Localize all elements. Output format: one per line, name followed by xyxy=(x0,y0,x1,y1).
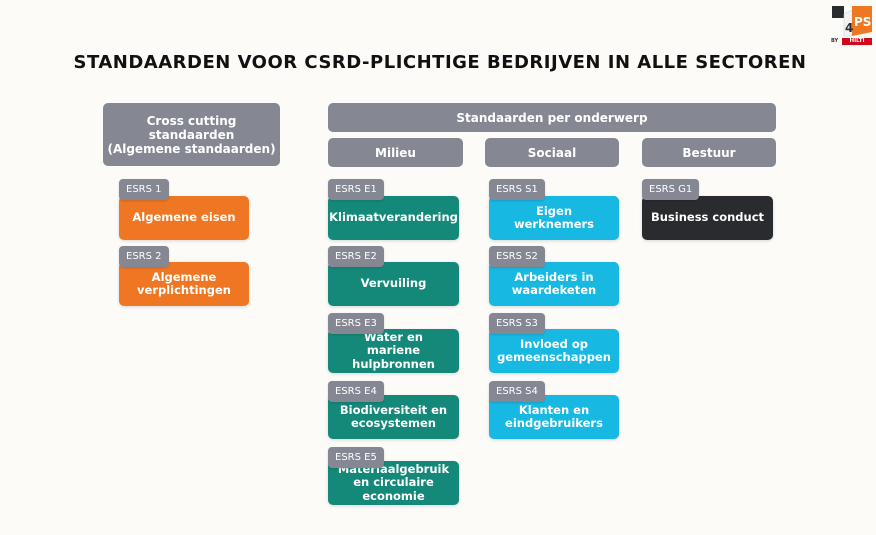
esrs-g1-card: Business conduct xyxy=(642,196,773,240)
esrs-e5-card: Materiaalgebruik en circulaire economie xyxy=(328,461,459,505)
logo-letters: PS xyxy=(854,15,871,29)
esrs-e5-tag: ESRS E5 xyxy=(328,447,384,468)
esrs-s4-tag: ESRS S4 xyxy=(489,381,545,402)
esrs-e1-card: Klimaatverandering xyxy=(328,196,459,240)
esrs-1-tag: ESRS 1 xyxy=(119,179,169,200)
esrs-s2-tag: ESRS S2 xyxy=(489,246,545,267)
esrs-s3-card: Invloed op gemeenschappen xyxy=(489,329,619,373)
esrs-s2-card: Arbeiders in waardeketen xyxy=(489,262,619,306)
esrs-e2-card: Vervuiling xyxy=(328,262,459,306)
logo-by-text: BY xyxy=(831,38,839,44)
4ps-logo: 4 PS xyxy=(830,4,874,48)
logo-number: 4 xyxy=(845,21,853,35)
esrs-e3-card: Water en mariene hulpbronnen xyxy=(328,329,459,373)
esrs-g1-tag: ESRS G1 xyxy=(642,179,700,200)
page-title: STANDAARDEN VOOR CSRD-PLICHTIGE BEDRIJVE… xyxy=(73,52,807,73)
topics-header: Standaarden per onderwerp xyxy=(328,103,776,132)
hilti-logo: HILTI xyxy=(842,38,872,45)
esrs-2-card: Algemene verplichtingen xyxy=(119,262,249,306)
esrs-s1-card: Eigen werknemers xyxy=(489,196,619,240)
esrs-2-tag: ESRS 2 xyxy=(119,246,169,267)
esrs-s1-tag: ESRS S1 xyxy=(489,179,545,200)
bestuur-header: Bestuur xyxy=(642,138,776,167)
sociaal-header: Sociaal xyxy=(485,138,619,167)
esrs-e4-card: Biodiversiteit en ecosystemen xyxy=(328,395,459,439)
flag-icon: 4 PS xyxy=(832,6,872,37)
cross-cutting-header: Cross cutting standaarden (Algemene stan… xyxy=(103,103,280,166)
esrs-e2-tag: ESRS E2 xyxy=(328,246,384,267)
esrs-s3-tag: ESRS S3 xyxy=(489,313,545,334)
milieu-header: Milieu xyxy=(328,138,463,167)
esrs-e1-tag: ESRS E1 xyxy=(328,179,384,200)
esrs-e3-tag: ESRS E3 xyxy=(328,313,384,334)
esrs-1-card: Algemene eisen xyxy=(119,196,249,240)
esrs-e4-tag: ESRS E4 xyxy=(328,381,384,402)
esrs-s4-card: Klanten en eindgebruikers xyxy=(489,395,619,439)
